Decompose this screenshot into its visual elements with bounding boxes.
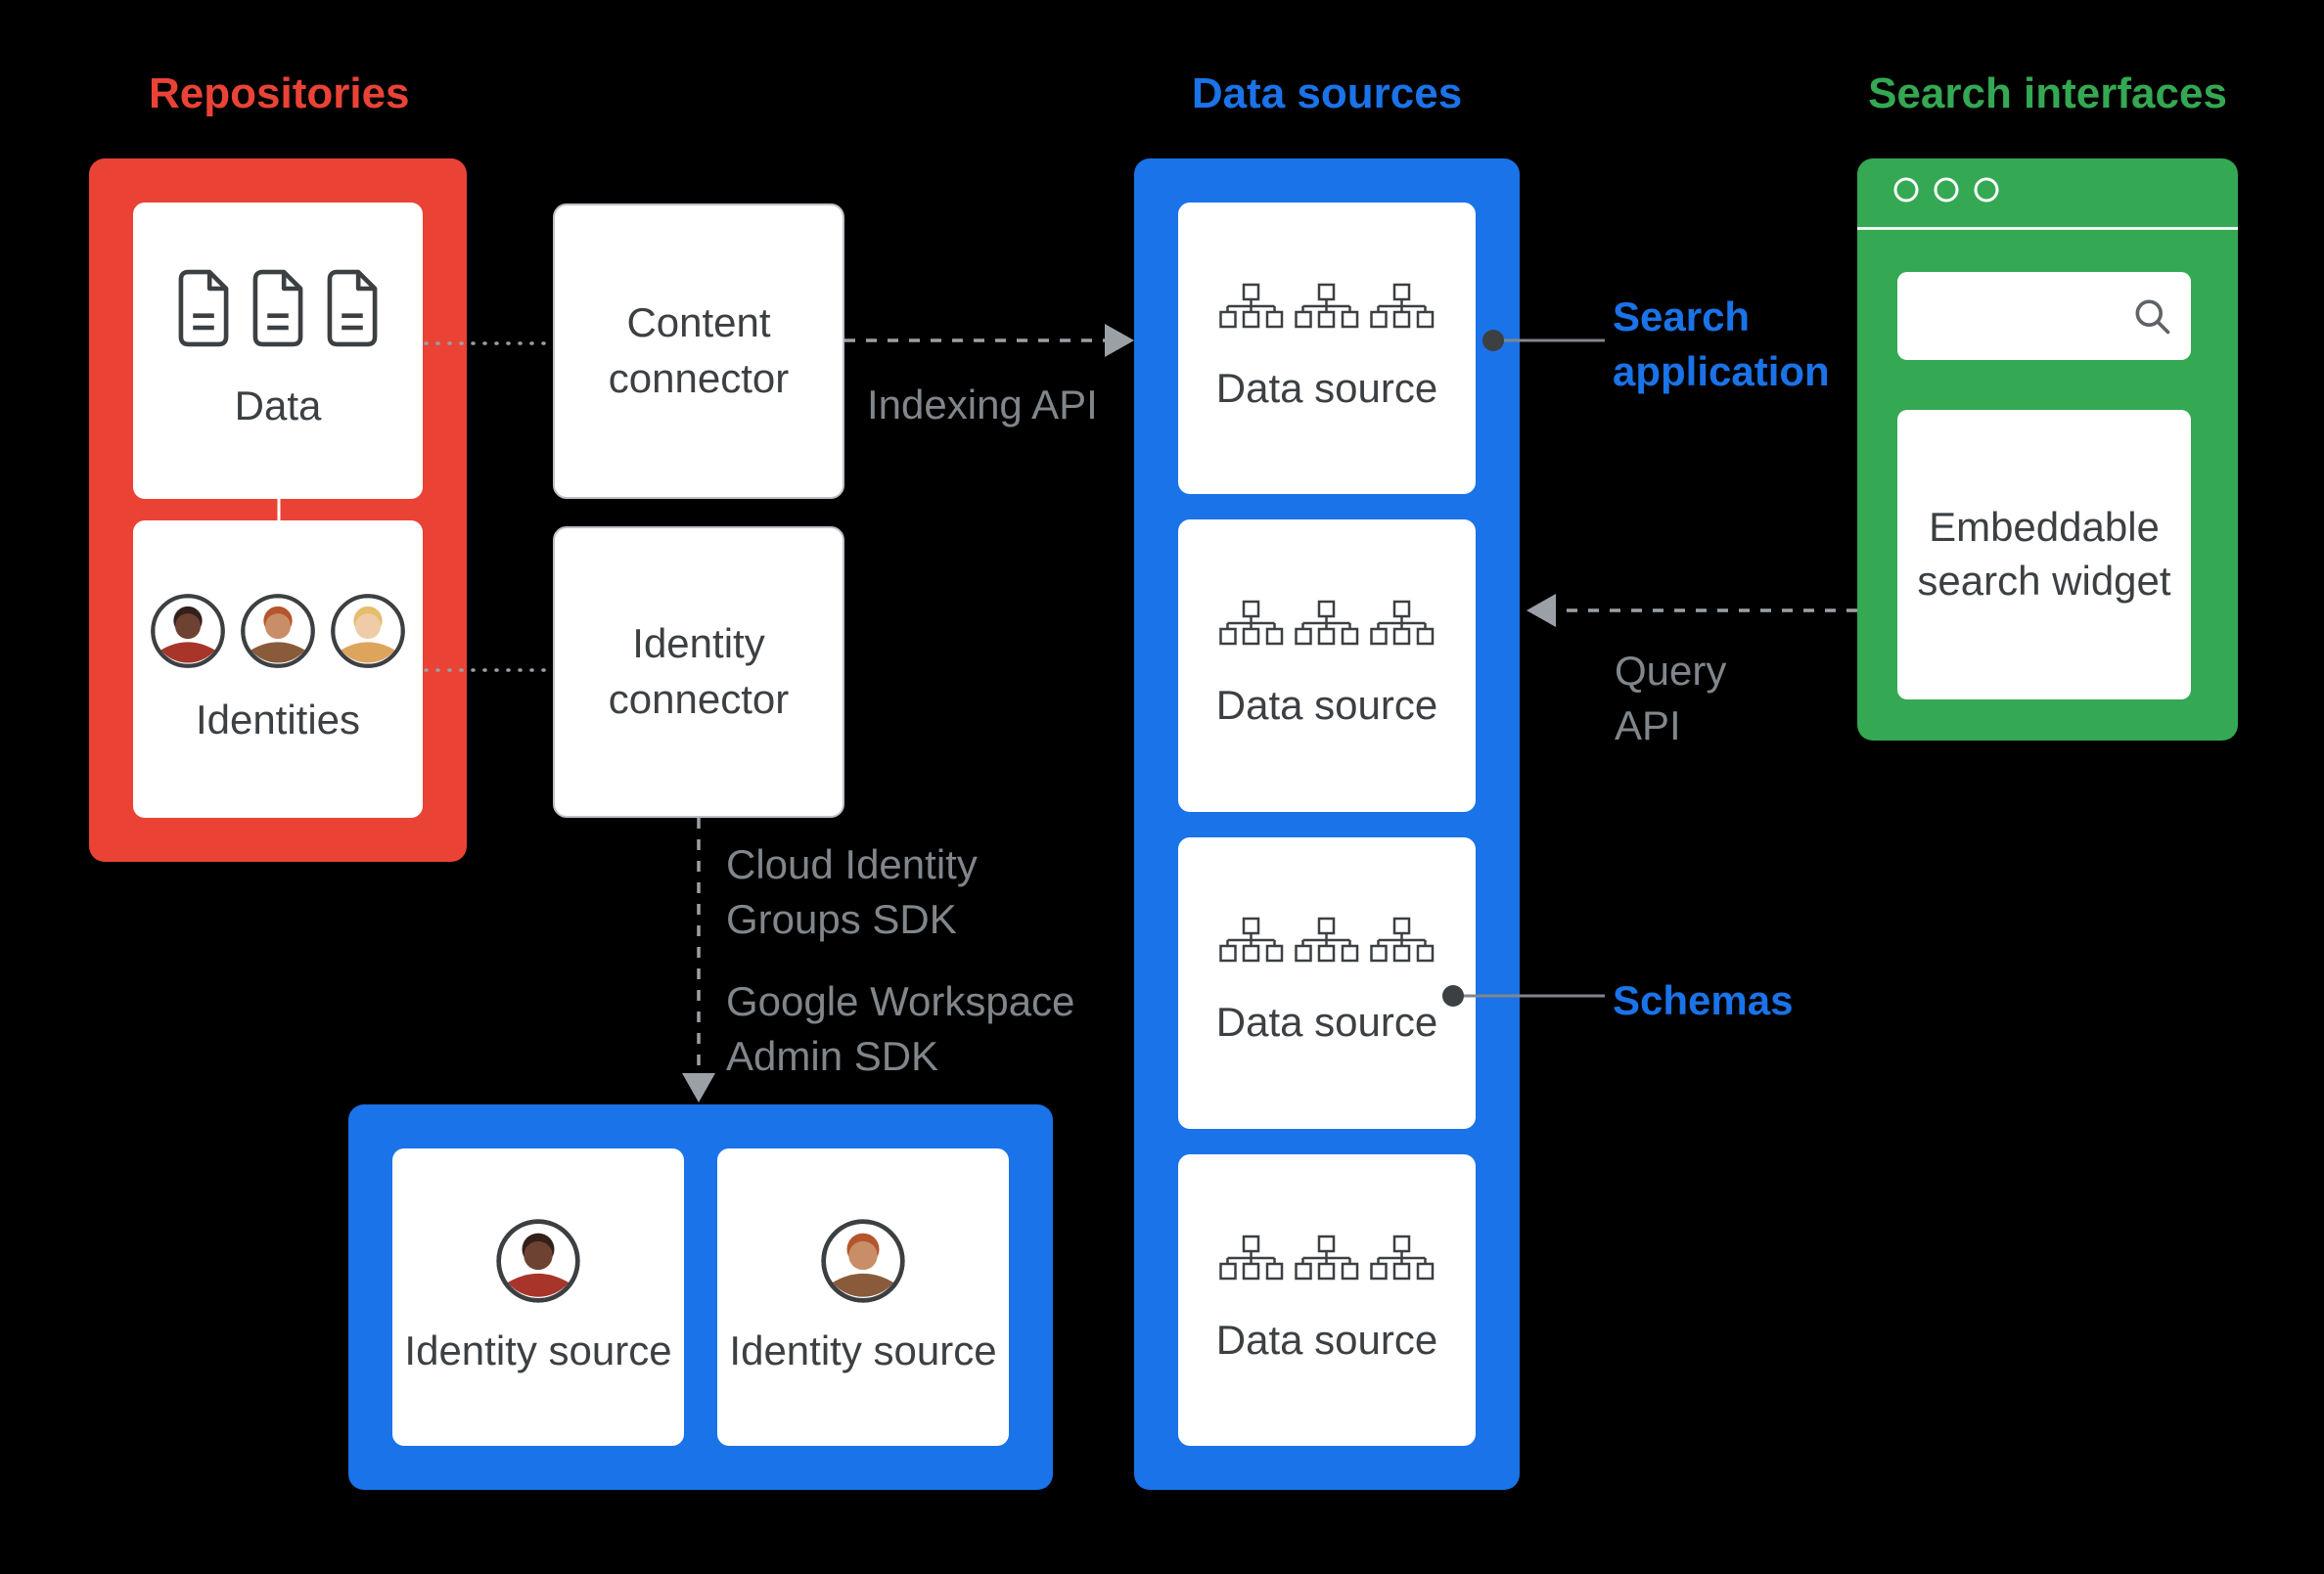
data-source-label: Data source [1215, 364, 1438, 411]
query-api-label: Query API [1615, 648, 1727, 748]
document-icon [173, 269, 234, 347]
google-workspace-admin-sdk-label: Google Workspace Admin SDK [726, 978, 1075, 1079]
identity-connector-label: Identity connector [608, 620, 790, 722]
data-source-label: Data source [1215, 682, 1438, 729]
org-chart-icon [1219, 918, 1435, 963]
window-divider [1857, 227, 2238, 230]
window-controls-icon [1893, 177, 1999, 202]
identities-card: Identities [133, 520, 423, 818]
person-avatar-icon [820, 1218, 906, 1304]
person-avatar-icon [240, 593, 316, 669]
data-source-card: Data source [1178, 519, 1476, 812]
content-connector-label: Content connector [608, 299, 790, 401]
org-chart-icon [1219, 283, 1435, 329]
data-source-card: Data source [1178, 1153, 1476, 1446]
schemas-label: Schemas [1613, 977, 1794, 1023]
indexing-api-label: Indexing API [867, 382, 1098, 427]
identity-connector-box: Identity connector [553, 526, 844, 818]
search-box[interactable] [1897, 272, 2191, 360]
data-source-card: Data source [1178, 836, 1476, 1129]
data-card: Data [133, 202, 423, 499]
document-icon [322, 269, 383, 347]
person-avatar-icon [330, 593, 406, 669]
org-chart-icon [1219, 600, 1435, 646]
search-interfaces-title: Search interfaces [1868, 69, 2227, 117]
document-icon [248, 269, 308, 347]
search-icon [2135, 299, 2170, 335]
search-interface-window: Embeddable search widget [1857, 158, 2238, 741]
identity-sdk-arrow [682, 818, 715, 1102]
data-source-label: Data source [1215, 1316, 1438, 1363]
identity-source-card: Identity source [717, 1148, 1009, 1446]
data-sources-box: Data source Data source Data source Data… [1134, 158, 1520, 1490]
data-source-label: Data source [1215, 999, 1438, 1046]
identity-avatars-row [150, 593, 406, 669]
data-source-card: Data source [1178, 202, 1476, 495]
repositories-box: Data Identities [89, 158, 467, 862]
query-api-arrow [1527, 594, 1857, 627]
identity-sources-box: Identity source Identity source [348, 1104, 1053, 1490]
data-sources-title: Data sources [1191, 69, 1463, 117]
search-input[interactable] [1897, 272, 2130, 360]
indexing-api-arrow [844, 324, 1134, 357]
repositories-title: Repositories [149, 69, 410, 117]
content-connector-box: Content connector [553, 203, 844, 499]
embeddable-search-widget-label: Embeddable search widget [1917, 504, 2171, 604]
org-chart-icon [1219, 1235, 1435, 1280]
embeddable-search-widget-card: Embeddable search widget [1897, 410, 2191, 699]
person-avatar-icon [495, 1218, 581, 1304]
cloud-identity-groups-sdk-label: Cloud Identity Groups SDK [726, 841, 978, 942]
identity-source-label: Identity source [729, 1327, 997, 1373]
document-icons-row [173, 269, 383, 347]
data-card-label: Data [234, 382, 322, 429]
identity-source-label: Identity source [404, 1327, 672, 1373]
person-avatar-icon [150, 593, 226, 669]
search-application-label: Search application [1613, 293, 1830, 394]
identities-card-label: Identities [195, 696, 361, 742]
identity-source-card: Identity source [392, 1148, 684, 1446]
